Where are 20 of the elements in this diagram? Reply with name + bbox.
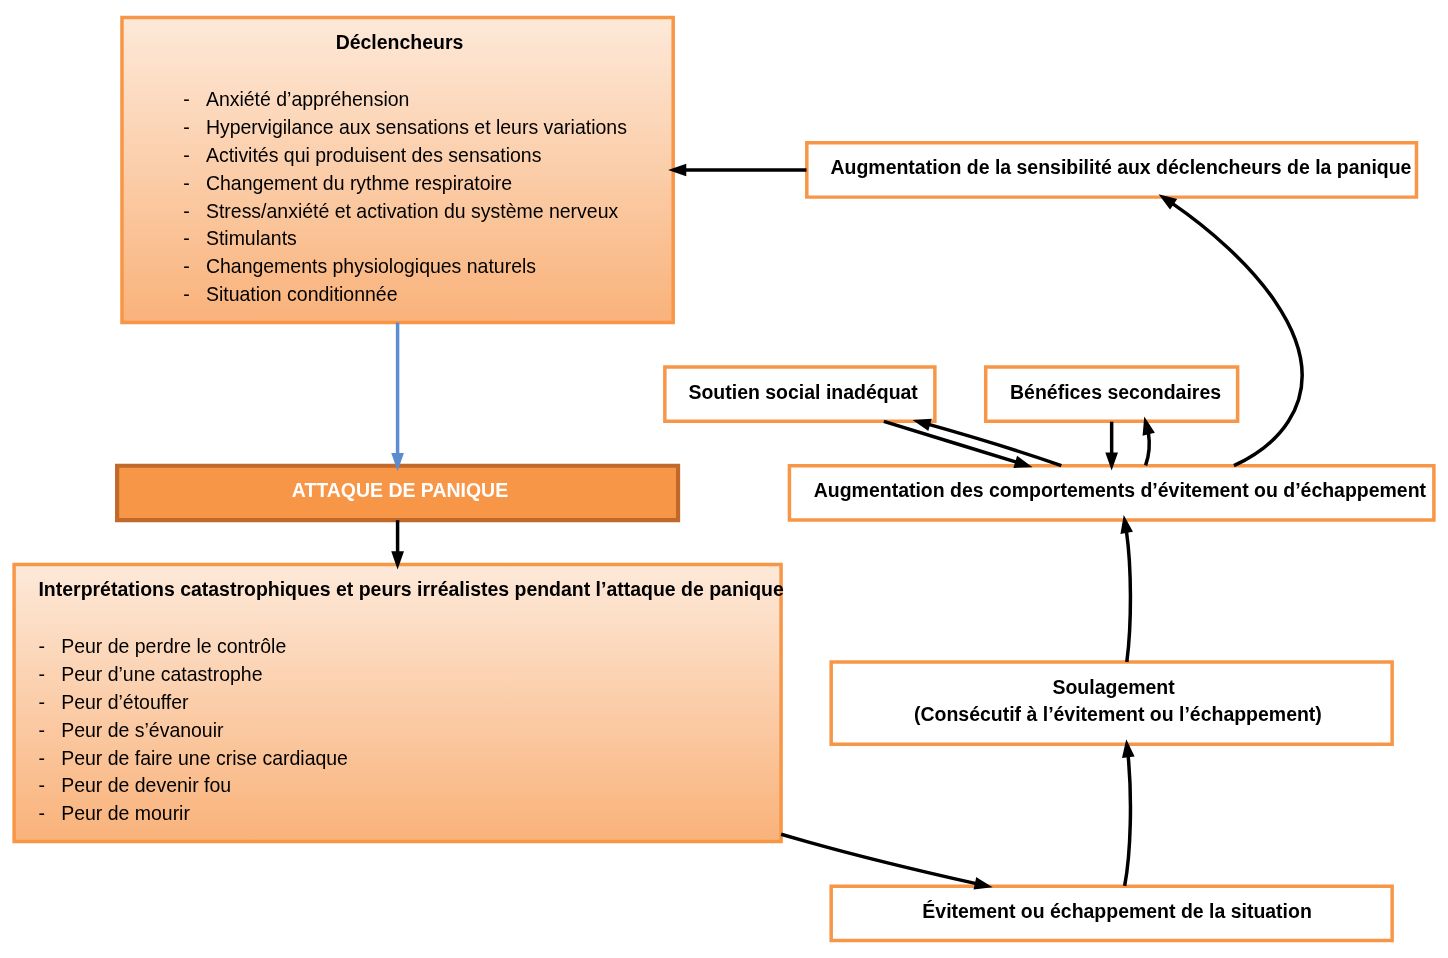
- arrow: [391, 520, 404, 570]
- arrow: [391, 322, 404, 472]
- arrow: [1120, 514, 1133, 663]
- node-box: Augmentation de la sensibilité aux déclencheurs de la panique: [805, 141, 1419, 199]
- node-box: Soutien social inadéquat: [663, 365, 937, 423]
- arrow: [1142, 416, 1155, 466]
- node-box: Déclencheurs - Anxiété d’appréhension - Hypervigilance aux sensations et leurs variations - Activités qui produisent des sensations - Changement du rythme respiratoire - Stress/anxiété et activation du système nerveux - Stimulants - Changements physiologiques naturels - Situation conditionnée: [120, 15, 675, 325]
- arrow: [912, 418, 1062, 468]
- arrow: [883, 419, 1033, 468]
- arrow: [1158, 194, 1304, 468]
- node-box: Bénéfices secondaires: [983, 365, 1240, 423]
- node-box: Soulagement (Consécutif à l’évitement ou l’échappement): [829, 660, 1394, 746]
- arrow: [780, 832, 993, 890]
- node-box: Évitement ou échappement de la situation: [829, 884, 1394, 943]
- node-box: Interprétations catastrophiques et peurs irréalistes pendant l’attaque de panique - Peur de perdre le contrôle - Peur d’une catastrophe - Peur d’étouffer - Peur de s’évanouir - Peur de faire une crise cardiaque - Peur de devenir fou - Peur de mourir: [12, 562, 783, 844]
- node-box: Augmentation des comportements d’évitement ou d’échappement: [787, 464, 1436, 522]
- arrow: [1122, 739, 1135, 887]
- arrow: [1105, 421, 1118, 471]
- node-box: ATTAQUE DE PANIQUE: [115, 463, 681, 523]
- arrow: [668, 163, 807, 177]
